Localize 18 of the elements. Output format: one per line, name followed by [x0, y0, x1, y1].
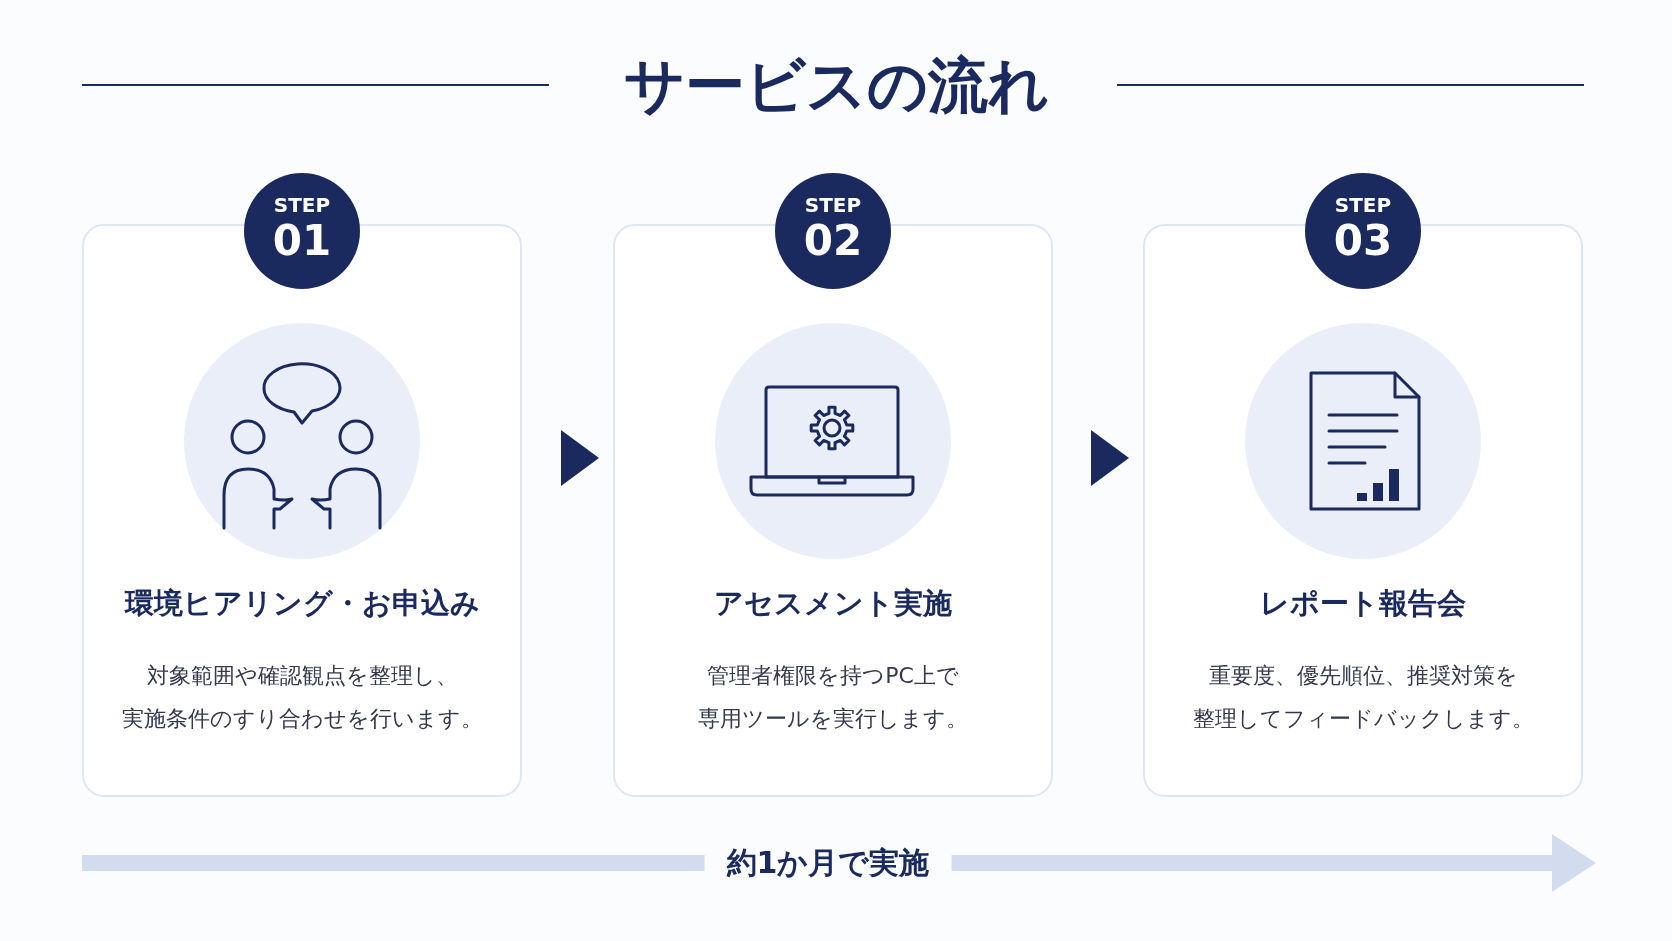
step-description: 対象範囲や確認観点を整理し、実施条件のすり合わせを行います。 — [120, 662, 484, 733]
step-label: STEP — [1333, 193, 1393, 217]
step-label: STEP — [272, 193, 332, 217]
step-description: 管理者権限を持つPC上で専用ツールを実行します。 — [697, 662, 969, 733]
step-heading: レポート報告会 — [1259, 585, 1467, 622]
arrow — [561, 430, 599, 486]
step-label: STEP — [803, 193, 863, 217]
title: サービスの流れ — [623, 49, 1049, 122]
arrow — [1091, 430, 1129, 486]
step-description: 重要度、優先順位、推奨対策を整理してフィードバックします。 — [1191, 662, 1535, 733]
step-heading: アセスメント実施 — [713, 585, 953, 622]
step-card — [613, 224, 1053, 797]
step-card — [1143, 224, 1583, 797]
step-number: 02 — [802, 216, 864, 266]
step-heading: 環境ヒアリング・お申込み — [123, 585, 481, 622]
step-number: 01 — [271, 216, 333, 266]
step-card — [82, 224, 522, 797]
step-number: 03 — [1332, 216, 1394, 266]
